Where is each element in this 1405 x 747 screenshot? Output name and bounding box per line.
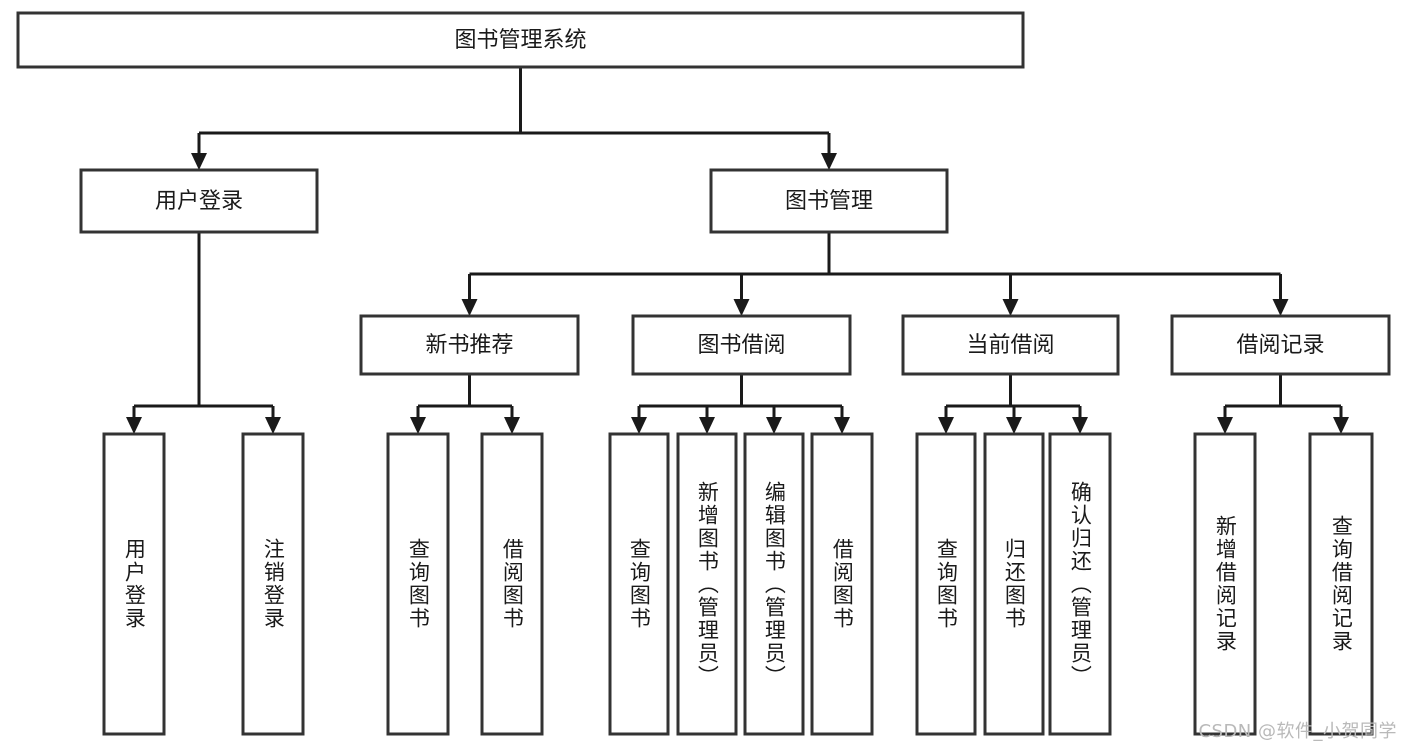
arrow-into-leaf-confirm-return <box>1072 417 1088 434</box>
leaf-node-leaf-logout-login[interactable] <box>241 432 305 736</box>
leaf-box <box>915 432 977 736</box>
node-box <box>359 314 580 376</box>
leaf-node-leaf-query-book-2[interactable] <box>608 432 670 736</box>
arrow-into-leaf-borrow-book-2 <box>834 417 850 434</box>
node-user-login[interactable]: 用户登录 <box>79 168 319 234</box>
leaf-node-leaf-confirm-return[interactable] <box>1048 432 1112 736</box>
arrow-into-leaf-query-book-1 <box>410 417 426 434</box>
leaf-label-leaf-confirm-return: 确认归还（管理员） <box>1068 480 1093 688</box>
leaf-label-leaf-query-book-1: 查询图书 <box>406 538 431 630</box>
arrow-into-new-book-recommend <box>461 299 478 316</box>
arrow-into-leaf-borrow-book-1 <box>504 417 520 434</box>
arrow-into-current-borrow <box>1002 299 1019 316</box>
watermark-label: CSDN @软件_小贺同学 <box>1198 721 1397 742</box>
leaf-box <box>1048 432 1112 736</box>
arrow-into-user-login <box>191 153 207 170</box>
leaf-node-leaf-borrow-book-2[interactable] <box>810 432 874 736</box>
arrow-into-leaf-query-book-2 <box>631 417 647 434</box>
node-label: 新书推荐 <box>425 333 513 358</box>
arrow-into-leaf-user-login <box>126 417 142 434</box>
leaf-box <box>1308 432 1374 736</box>
node-box <box>901 314 1120 376</box>
node-box <box>79 168 319 234</box>
leaf-box <box>241 432 305 736</box>
node-box <box>16 11 1025 69</box>
leaf-box <box>810 432 874 736</box>
arrow-into-book-manage <box>821 153 837 170</box>
arrow-into-leaf-edit-book <box>766 417 782 434</box>
node-book-borrow[interactable]: 图书借阅 <box>631 314 852 376</box>
leaf-label-leaf-user-login: 用户登录 <box>122 538 147 630</box>
arrow-into-leaf-query-book-3 <box>938 417 954 434</box>
leaf-box <box>480 432 544 736</box>
arrow-into-leaf-add-book <box>699 417 715 434</box>
leaf-node-leaf-query-book-1[interactable] <box>386 432 450 736</box>
leaf-label-leaf-add-record: 新增借阅记录 <box>1213 515 1238 653</box>
node-book-manage[interactable]: 图书管理 <box>709 168 949 234</box>
leaf-label-leaf-query-book-3: 查询图书 <box>934 538 959 630</box>
leaf-box <box>743 432 805 736</box>
leaf-label-leaf-query-book-2: 查询图书 <box>627 538 652 630</box>
leaf-label-leaf-return-book: 归还图书 <box>1002 538 1027 630</box>
node-box <box>1170 314 1391 376</box>
node-label: 图书管理 <box>785 189 873 214</box>
node-label: 借阅记录 <box>1236 333 1324 358</box>
node-box <box>631 314 852 376</box>
leaf-box <box>608 432 670 736</box>
node-label: 用户登录 <box>155 189 243 214</box>
leaf-node-leaf-borrow-book-1[interactable] <box>480 432 544 736</box>
leaf-node-leaf-query-record[interactable] <box>1308 432 1374 736</box>
node-borrow-record[interactable]: 借阅记录 <box>1170 314 1391 376</box>
arrow-into-leaf-query-record <box>1333 417 1349 434</box>
leaf-label-leaf-borrow-book-2: 借阅图书 <box>830 538 855 630</box>
node-box <box>709 168 949 234</box>
node-label: 图书管理系统 <box>454 28 586 53</box>
arrow-into-leaf-add-record <box>1217 417 1233 434</box>
leaf-node-leaf-query-book-3[interactable] <box>915 432 977 736</box>
connectors-layer <box>126 67 1349 434</box>
arrow-into-book-borrow <box>733 299 750 316</box>
leaf-node-leaf-user-login[interactable] <box>102 432 166 736</box>
leaf-box <box>1193 432 1257 736</box>
node-label: 当前借阅 <box>966 333 1054 358</box>
leaf-box <box>386 432 450 736</box>
leaf-label-leaf-add-book: 新增图书（管理员） <box>695 480 720 688</box>
node-label: 图书借阅 <box>697 333 785 358</box>
leaf-node-leaf-add-book[interactable] <box>676 432 738 736</box>
node-new-book-recommend[interactable]: 新书推荐 <box>359 314 580 376</box>
leaf-label-leaf-edit-book: 编辑图书（管理员） <box>762 480 787 688</box>
node-root[interactable]: 图书管理系统 <box>16 11 1025 69</box>
leaf-node-leaf-edit-book[interactable] <box>743 432 805 736</box>
arrow-into-leaf-return-book <box>1006 417 1022 434</box>
leaf-label-leaf-query-record: 查询借阅记录 <box>1329 515 1354 653</box>
leaf-node-leaf-return-book[interactable] <box>983 432 1045 736</box>
leaf-label-leaf-borrow-book-1: 借阅图书 <box>500 538 525 630</box>
node-current-borrow[interactable]: 当前借阅 <box>901 314 1120 376</box>
leaf-node-leaf-add-record[interactable] <box>1193 432 1257 736</box>
arrow-into-leaf-logout-login <box>265 417 281 434</box>
leaf-box <box>676 432 738 736</box>
leaf-label-leaf-logout-login: 注销登录 <box>261 538 286 630</box>
leaf-box <box>983 432 1045 736</box>
arrow-into-borrow-record <box>1272 299 1289 316</box>
leaf-box <box>102 432 166 736</box>
